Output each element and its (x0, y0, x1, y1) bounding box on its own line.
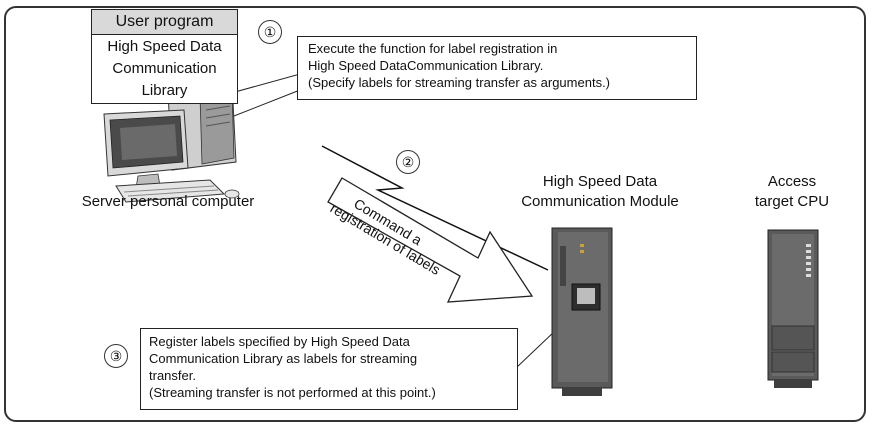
step-1-description: Execute the function for label registrat… (297, 36, 697, 100)
diagram-frame (4, 6, 866, 422)
server-label: Server personal computer (81, 193, 255, 210)
step-2-number: ② (396, 150, 420, 174)
module-label-line: Communication Module (521, 193, 679, 210)
communication-module-icon (551, 227, 613, 396)
server-pc-icon (103, 81, 240, 203)
library-line: High Speed Data (107, 38, 222, 55)
step-3-description: Register labels specified by High Speed … (140, 328, 518, 410)
step-1-line: (Specify labels for streaming transfer a… (308, 75, 611, 90)
user-program-heading: User program (91, 9, 238, 35)
step-3-line: transfer. (149, 368, 196, 383)
library-line: Communication (112, 60, 217, 77)
step-1-line: High Speed DataCommunication Library. (308, 58, 544, 73)
step-3-line: Register labels specified by High Speed … (149, 334, 410, 349)
step3-connector (515, 329, 557, 369)
library-box: High Speed Data Communication Library (91, 34, 238, 104)
cpu-label-line: target CPU (754, 193, 830, 210)
library-line: Library (141, 82, 188, 99)
cpu-module-icon (767, 229, 819, 388)
step-3-number: ③ (104, 344, 128, 368)
communication-line (321, 145, 549, 271)
module-label: High Speed Data Communication Module (500, 172, 700, 212)
step-3-line: Communication Library as labels for stre… (149, 351, 418, 366)
command-arrow (327, 177, 534, 303)
module-label-line: High Speed Data (542, 173, 658, 190)
step-1-line: Execute the function for label registrat… (308, 41, 558, 56)
cpu-label-line: Access (767, 173, 817, 190)
step-1-number: ① (258, 20, 282, 44)
step-3-line: (Streaming transfer is not performed at … (149, 385, 436, 400)
cpu-label: Access target CPU (722, 172, 862, 212)
